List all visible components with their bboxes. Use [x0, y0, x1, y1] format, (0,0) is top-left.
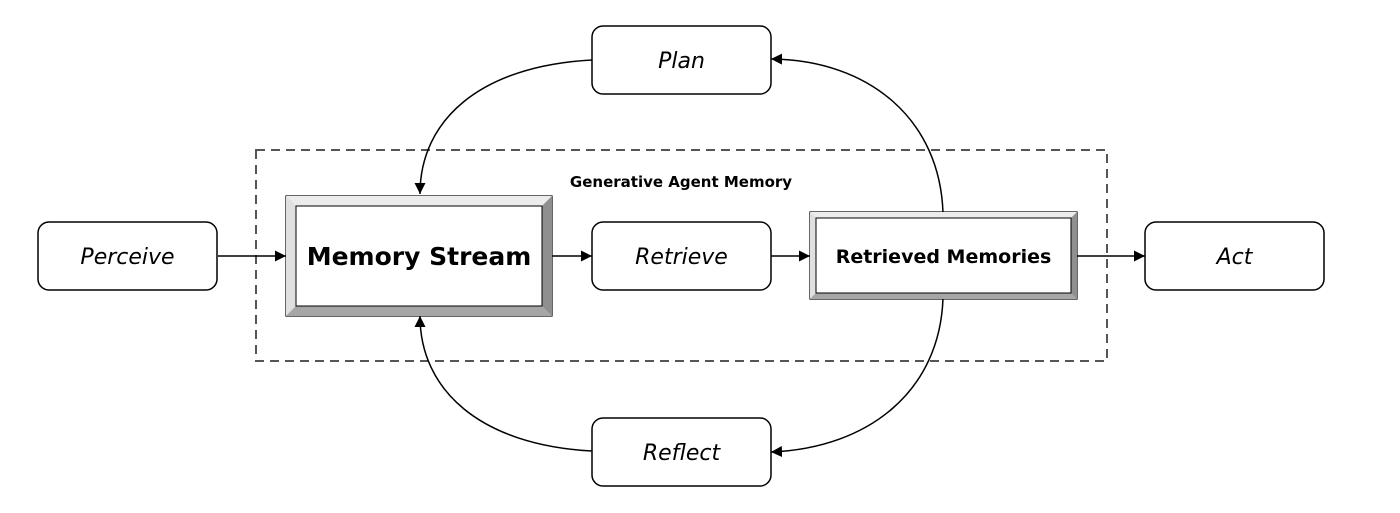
reflect-label: Reflect	[643, 441, 722, 466]
reflect-node: Reflect	[591, 417, 772, 487]
plan-label: Plan	[658, 49, 705, 74]
retrieved-memories-label: Retrieved Memories	[836, 246, 1052, 268]
retrieve-node: Retrieve	[591, 221, 772, 291]
memory-stream-label: Memory Stream	[307, 242, 532, 271]
arrow-retrieved-to-reflect	[770, 297, 944, 458]
plan-node: Plan	[591, 25, 772, 95]
act-label: Act	[1215, 245, 1254, 270]
arrow-reflect-to-memory-stream	[414, 315, 593, 452]
container-title: Generative Agent Memory	[570, 173, 792, 191]
arrow-retrieved-to-plan	[770, 53, 944, 214]
memory-stream-node: Memory Stream	[285, 195, 553, 317]
act-node: Act	[1144, 221, 1325, 291]
perceive-node: Perceive	[37, 221, 218, 291]
retrieved-memories-node: Retrieved Memories	[809, 211, 1078, 300]
retrieve-label: Retrieve	[635, 245, 728, 270]
perceive-label: Perceive	[80, 245, 174, 270]
arrow-plan-to-memory-stream	[414, 59, 593, 195]
